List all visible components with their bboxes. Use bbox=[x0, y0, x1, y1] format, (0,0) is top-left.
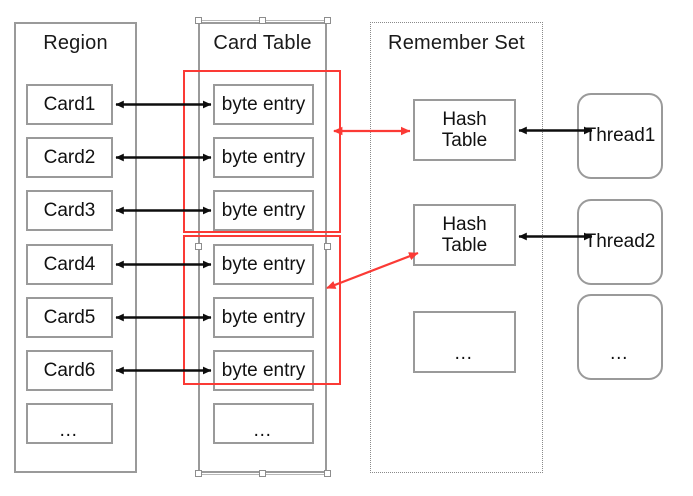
selection-handle-middle-right[interactable] bbox=[324, 243, 331, 250]
region-title: Region bbox=[43, 32, 108, 54]
selection-handle-bottom-right[interactable] bbox=[324, 470, 331, 477]
hash-table-more[interactable]: … bbox=[413, 311, 516, 373]
region-card-label: … bbox=[58, 419, 81, 441]
thread-label: Thread2 bbox=[584, 231, 656, 252]
card-table-entry-label: byte entry bbox=[221, 359, 306, 381]
card-table-entry-3[interactable]: byte entry bbox=[213, 190, 314, 231]
region-card-4[interactable]: Card4 bbox=[26, 244, 113, 285]
thread-2[interactable]: Thread2 bbox=[577, 199, 663, 285]
hash-table-label: … bbox=[453, 343, 476, 364]
region-card-label: Card6 bbox=[43, 359, 96, 381]
card-table-entry-label: byte entry bbox=[221, 93, 306, 115]
region-card-1[interactable]: Card1 bbox=[26, 84, 113, 125]
thread-more[interactable]: … bbox=[577, 294, 663, 380]
card-table-entry-label: byte entry bbox=[221, 199, 306, 221]
card-table-entry-2[interactable]: byte entry bbox=[213, 137, 314, 178]
card-table-entry-1[interactable]: byte entry bbox=[213, 84, 314, 125]
remember-set-title: Remember Set bbox=[388, 32, 525, 54]
card-table-entry-label: byte entry bbox=[221, 306, 306, 328]
hash-table-label-line1: Hash bbox=[442, 213, 487, 235]
hash-table-1[interactable]: Hash Table bbox=[413, 99, 516, 161]
region-card-2[interactable]: Card2 bbox=[26, 137, 113, 178]
region-card-label: Card3 bbox=[43, 199, 96, 221]
hash-table-label-line1: Hash bbox=[442, 108, 487, 130]
selection-handle-bottom-left[interactable] bbox=[195, 470, 202, 477]
card-table-entry-label: byte entry bbox=[221, 253, 306, 275]
region-card-5[interactable]: Card5 bbox=[26, 297, 113, 338]
card-table-entry-label: byte entry bbox=[221, 146, 306, 168]
region-card-label: Card4 bbox=[43, 253, 96, 275]
card-table-entry-4[interactable]: byte entry bbox=[213, 244, 314, 285]
region-card-3[interactable]: Card3 bbox=[26, 190, 113, 231]
region-card-6[interactable]: Card6 bbox=[26, 350, 113, 391]
card-table-title: Card Table bbox=[213, 32, 312, 54]
thread-label: Thread1 bbox=[584, 125, 656, 146]
hash-table-2[interactable]: Hash Table bbox=[413, 204, 516, 266]
selection-handle-middle-left[interactable] bbox=[195, 243, 202, 250]
selection-handle-top-right[interactable] bbox=[324, 17, 331, 24]
thread-label: … bbox=[609, 343, 631, 364]
card-table-entry-more[interactable]: … bbox=[213, 403, 314, 444]
thread-1[interactable]: Thread1 bbox=[577, 93, 663, 179]
region-card-more[interactable]: … bbox=[26, 403, 113, 444]
card-table-entry-label: … bbox=[252, 419, 275, 441]
selection-handle-top-left[interactable] bbox=[195, 17, 202, 24]
card-table-entry-6[interactable]: byte entry bbox=[213, 350, 314, 391]
hash-table-label-line2: Table bbox=[441, 235, 488, 256]
region-card-label: Card5 bbox=[43, 306, 96, 328]
region-card-label: Card2 bbox=[43, 146, 96, 168]
selection-handle-top-center[interactable] bbox=[259, 17, 266, 24]
hash-table-label-line2: Table bbox=[441, 130, 488, 151]
region-card-label: Card1 bbox=[43, 93, 96, 115]
card-table-entry-5[interactable]: byte entry bbox=[213, 297, 314, 338]
selection-handle-bottom-center[interactable] bbox=[259, 470, 266, 477]
